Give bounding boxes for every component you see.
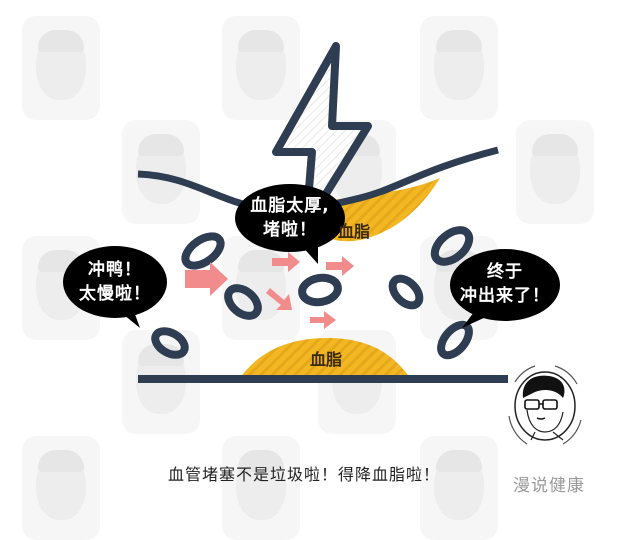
speech-left-text: 冲鸭！ 太慢啦！ bbox=[70, 258, 160, 306]
vessel-diagram bbox=[63, 42, 560, 383]
watermark-avatar bbox=[516, 120, 594, 224]
brand-logo-text: 漫说健康 bbox=[513, 476, 585, 496]
lower-lipid-deposit bbox=[240, 338, 410, 378]
speech-right-text: 终于 冲出来了！ bbox=[452, 260, 558, 308]
speech-bubble-center bbox=[235, 184, 345, 264]
illustration-canvas: 冲鸭！ 太慢啦！ 血脂太厚, 堵啦！ 终于 冲出来了！ 血脂 血脂 血管堵塞不是… bbox=[22, 16, 594, 496]
watermark-avatar bbox=[222, 16, 300, 120]
flow-arrow-icon bbox=[185, 252, 354, 329]
speech-center-line1: 血脂太厚, bbox=[250, 196, 330, 216]
upper-lipid-label: 血脂 bbox=[338, 222, 371, 241]
watermark-avatar bbox=[22, 436, 100, 540]
watermark-avatar bbox=[122, 120, 200, 224]
speech-center-text: 血脂太厚, 堵啦！ bbox=[238, 194, 342, 242]
watermark-avatar bbox=[420, 16, 498, 120]
speech-left-line2: 太慢啦！ bbox=[79, 284, 151, 304]
speech-left-line1: 冲鸭！ bbox=[88, 260, 142, 280]
speech-bubble-right bbox=[450, 249, 560, 328]
speech-right-line1: 终于 bbox=[487, 262, 523, 282]
lower-vessel-wall bbox=[138, 375, 508, 383]
speech-bubble-left bbox=[63, 246, 167, 328]
speech-right-line2: 冲出来了！ bbox=[460, 286, 550, 306]
red-blood-cell-icon bbox=[151, 226, 474, 360]
doctor-avatar-icon bbox=[508, 365, 582, 445]
caption-text: 血管堵塞不是垃圾啦！得降血脂啦！ bbox=[168, 465, 441, 484]
speech-center-line2: 堵啦！ bbox=[263, 220, 317, 240]
watermark-avatar bbox=[22, 16, 100, 120]
lower-lipid-label: 血脂 bbox=[310, 350, 343, 369]
